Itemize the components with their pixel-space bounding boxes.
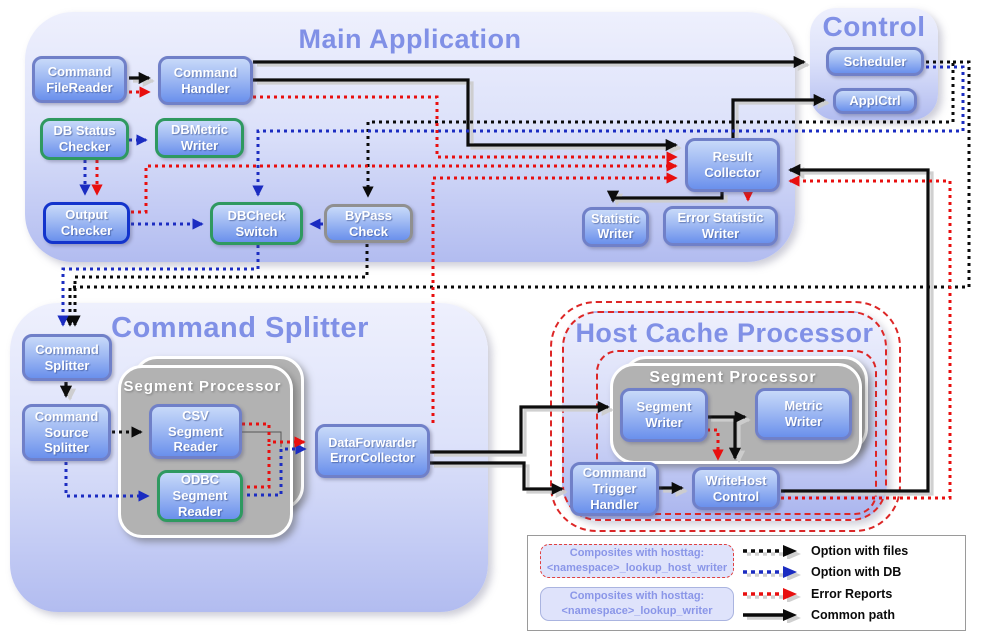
node-odbc-segment-reader: ODBC Segment Reader [157, 470, 243, 522]
node-applctrl: ApplCtrl [833, 88, 917, 114]
hcp-content-dashed-border [596, 350, 877, 515]
legend-item-label: Option with files [811, 543, 909, 558]
node-result-collector: Result Collector [685, 138, 780, 192]
legend-items: Option with files Option with DB [741, 540, 961, 626]
node-statistic-writer: Statistic Writer [582, 207, 649, 247]
option-files-edges [64, 60, 971, 438]
node-metric-writer: Metric Writer [755, 388, 852, 440]
legend-item-common-path: Common path [741, 605, 961, 627]
node-writehost-control: WriteHost Control [692, 467, 780, 510]
legend-item-error-reports: Error Reports [741, 583, 961, 605]
legend-item-label: Common path [811, 608, 896, 623]
node-command-splitter: Command Splitter [22, 334, 112, 381]
node-command-filereader: Command FileReader [32, 56, 127, 103]
node-error-statistic-writer: Error Statistic Writer [663, 206, 778, 246]
segment-processor-right-title: Segment Processor [649, 369, 817, 386]
node-dbmetric-writer: DBMetric Writer [155, 118, 244, 158]
common-path-edges [59, 55, 930, 496]
node-dataforwarder-errorcollector: DataForwarder ErrorCollector [315, 424, 430, 478]
legend-item-option-files: Option with files [741, 540, 961, 562]
legend-composites-writer: Composites with hosttag: <namespace>_loo… [540, 587, 734, 621]
thin-connector [242, 431, 282, 447]
dotted-blue-arrow-icon [743, 566, 801, 581]
node-db-status-checker: DB Status Checker [40, 118, 129, 160]
command-splitter-title: Command Splitter [111, 312, 369, 344]
node-bypass-check: ByPass Check [324, 204, 413, 243]
control-title: Control [822, 11, 926, 42]
node-output-checker: Output Checker [43, 202, 130, 244]
option-db-edges [57, 65, 965, 502]
node-command-source-splitter: Command Source Splitter [22, 404, 111, 461]
legend-item-label: Option with DB [811, 565, 902, 580]
node-csv-segment-reader: CSV Segment Reader [149, 404, 242, 459]
node-scheduler: Scheduler [826, 47, 924, 76]
node-command-handler: Command Handler [158, 56, 253, 105]
node-dbcheck-switch: DBCheck Switch [210, 202, 303, 245]
segment-processor-left-title: Segment Processor [123, 378, 282, 395]
host-cache-processor-title: Host Cache Processor [575, 318, 874, 348]
main-application-title: Main Application [298, 24, 522, 54]
dotted-black-arrow-icon [743, 544, 801, 559]
legend-item-option-db: Option with DB [741, 562, 961, 584]
hcp-outer-dashed-border [550, 301, 901, 532]
dotted-red-arrow-icon [743, 587, 801, 602]
legend-item-label: Error Reports [811, 586, 893, 601]
node-segment-writer: Segment Writer [620, 388, 708, 442]
solid-black-arrow-icon [743, 609, 801, 624]
node-command-trigger-handler: Command Trigger Handler [570, 462, 659, 516]
legend-composites-host-writer: Composites with hosttag: <namespace>_loo… [540, 544, 734, 578]
error-report-edges [91, 86, 952, 500]
legend: Composites with hosttag: <namespace>_loo… [527, 535, 966, 631]
